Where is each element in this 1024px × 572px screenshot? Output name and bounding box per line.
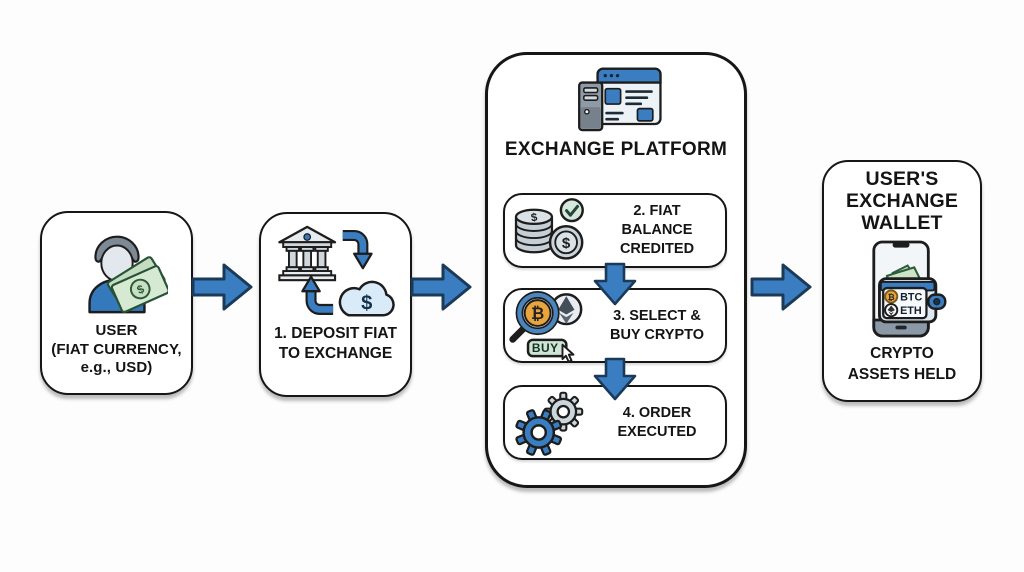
step-1-line2: CREDITED [619,241,695,257]
select-buy-crypto-icon: ₿ BUY [509,291,583,363]
user-node: $ USER (FIAT CURRENCY, e.g., USD) [40,211,193,395]
step-1-label: 2. FIAT BALANCE CREDITED [597,202,725,259]
user-node-label: USER (FIAT CURRENCY, e.g., USD) [51,322,181,378]
eth-glyph-bottom [559,312,574,324]
wallet-caption: CRYPTO ASSETS HELD [848,344,957,385]
user-label-line3: e.g., USD) [80,359,153,376]
gears-icon [515,391,584,456]
flow-arrow-user-to-deposit [191,263,253,311]
step-3-line2: EXECUTED [617,423,697,440]
deposit-node-label: 1. DEPOSIT FIAT TO EXCHANGE [274,324,397,364]
wallet-eth-glyph-bottom [888,311,895,316]
exchange-platform-icon [578,67,662,132]
wallet-eth-label: ETH [900,305,922,317]
users-exchange-wallet-node: USER'S EXCHANGE WALLET ₿ BTC ETH CRYPTO [822,160,982,402]
down-arrow-step1-to-step2 [593,262,637,306]
cloud-dollar-sign: $ [361,292,372,314]
flow-arrow-platform-to-wallet [750,263,812,311]
down-arrow-step2-to-step3 [593,357,637,401]
wallet-title-line2: EXCHANGE [845,190,959,212]
user-label-line1: USER [95,322,138,339]
phone-wallet-icon: ₿ BTC ETH [872,240,947,338]
platform-title: EXCHANGE PLATFORM [488,139,744,161]
coin-stack-dollar: $ [530,211,539,224]
buy-button-label: BUY [532,341,559,355]
step-2-label: 3. SELECT & BUY CRYPTO [597,307,725,345]
step-2-line1: 3. SELECT & [613,307,701,324]
deposit-fiat-node: $ 1. DEPOSIT FIAT TO EXCHANGE [259,212,412,397]
cursor-icon [561,343,575,363]
bitcoin-symbol-magnifier: ₿ [531,304,544,323]
step-2-line2: BUY CRYPTO [609,326,704,343]
flow-arrow-deposit-to-platform [410,263,472,311]
platform-title-line2: PLATFORM [620,139,728,160]
eth-glyph-top [558,296,575,315]
wallet-btc-label: BTC [900,291,922,303]
platform-title-line1: EXCHANGE [504,139,615,160]
wallet-eth-glyph-top [887,305,895,313]
wallet-caption-line2: ASSETS HELD [847,365,957,383]
deposit-label-line2: TO EXCHANGE [278,345,393,362]
user-label-line2: (FIAT CURRENCY, [51,340,182,358]
step-fiat-balance-credited: $ $ 2. FIAT BALANCE CREDITED [503,193,727,268]
step-3-label: 4. ORDER EXECUTED [597,404,725,442]
front-coin-dollar: $ [562,235,571,252]
deposit-label-line1: 1. DEPOSIT FIAT [274,325,397,342]
step-3-line1: 4. ORDER [622,404,692,421]
exchange-platform-node: EXCHANGE PLATFORM $ $ 2. FIAT BALANCE CR… [485,52,747,488]
wallet-btc-symbol: ₿ [888,292,895,302]
coins-check-icon: $ $ [514,197,584,260]
bank-exchange-icon: $ [277,225,395,317]
user-money-icon: $ [87,235,168,314]
wallet-title-line3: WALLET [861,212,943,234]
bill-dollar-sign: $ [134,282,146,297]
step-1-line1: 2. FIAT BALANCE [621,203,693,238]
wallet-title-line1: USER'S [865,168,939,190]
wallet-title: USER'S EXCHANGE WALLET [846,168,958,234]
wallet-caption-line1: CRYPTO [870,345,934,362]
